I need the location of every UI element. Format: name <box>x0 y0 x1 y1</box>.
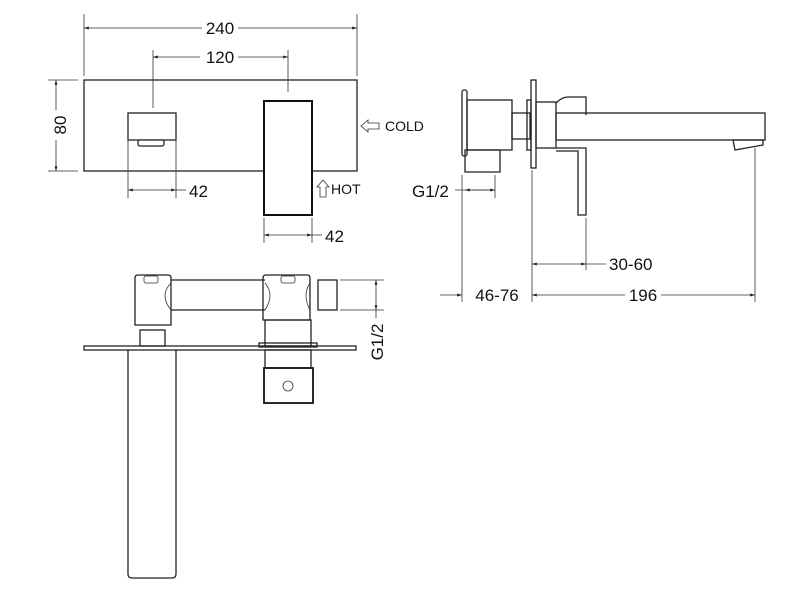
side-view: G1/2 30-60 46-76 196 <box>412 79 766 305</box>
valve-body <box>466 99 513 151</box>
handle-neck <box>264 349 312 369</box>
dim-inlet-thread: G1/2 <box>412 182 449 201</box>
outlet-fitting <box>317 279 338 311</box>
inlet-fitting <box>464 149 501 173</box>
dim-height: 80 <box>51 116 70 135</box>
dim-spout-projection: 196 <box>629 286 657 305</box>
handle-screw <box>282 380 294 392</box>
dim-overall-width: 240 <box>206 19 234 38</box>
valve-cartridge <box>264 319 312 347</box>
wall-plate <box>83 79 358 172</box>
dim-center-distance: 120 <box>206 48 234 67</box>
dim-outlet-thread: G1/2 <box>368 324 387 361</box>
dim-body-depth: 46-76 <box>475 286 518 305</box>
aerator <box>137 139 165 147</box>
right-cap <box>280 275 296 284</box>
valve-flange <box>258 342 318 348</box>
left-cap <box>143 275 159 284</box>
left-body <box>134 274 172 326</box>
handle-top-view <box>263 367 314 404</box>
cold-arrow-icon <box>360 119 380 133</box>
spout-side <box>555 112 766 141</box>
handle <box>263 100 313 216</box>
body-flange <box>461 89 468 157</box>
spout-top <box>127 350 177 579</box>
wall-plate-side <box>530 79 537 169</box>
crossover-tube <box>171 279 265 311</box>
top-view: G1/2 <box>83 274 387 579</box>
hot-label: HOT <box>331 181 361 197</box>
spout-outlet <box>127 112 177 141</box>
cold-label: COLD <box>385 118 424 134</box>
handle-base <box>535 101 557 149</box>
body-neck <box>511 112 531 140</box>
spout-connector <box>139 329 166 347</box>
aerator-side <box>732 139 764 151</box>
wall-plate-top <box>83 345 357 351</box>
front-view: 240 120 80 42 42 COLD HOT <box>48 14 424 246</box>
hot-arrow-icon <box>316 179 330 198</box>
right-body <box>262 274 311 321</box>
dim-handle-width: 42 <box>325 227 344 246</box>
dim-spout-width: 42 <box>189 182 208 201</box>
dim-wall-depth: 30-60 <box>609 255 652 274</box>
handle-lever <box>556 147 587 216</box>
handle-top <box>555 96 587 115</box>
